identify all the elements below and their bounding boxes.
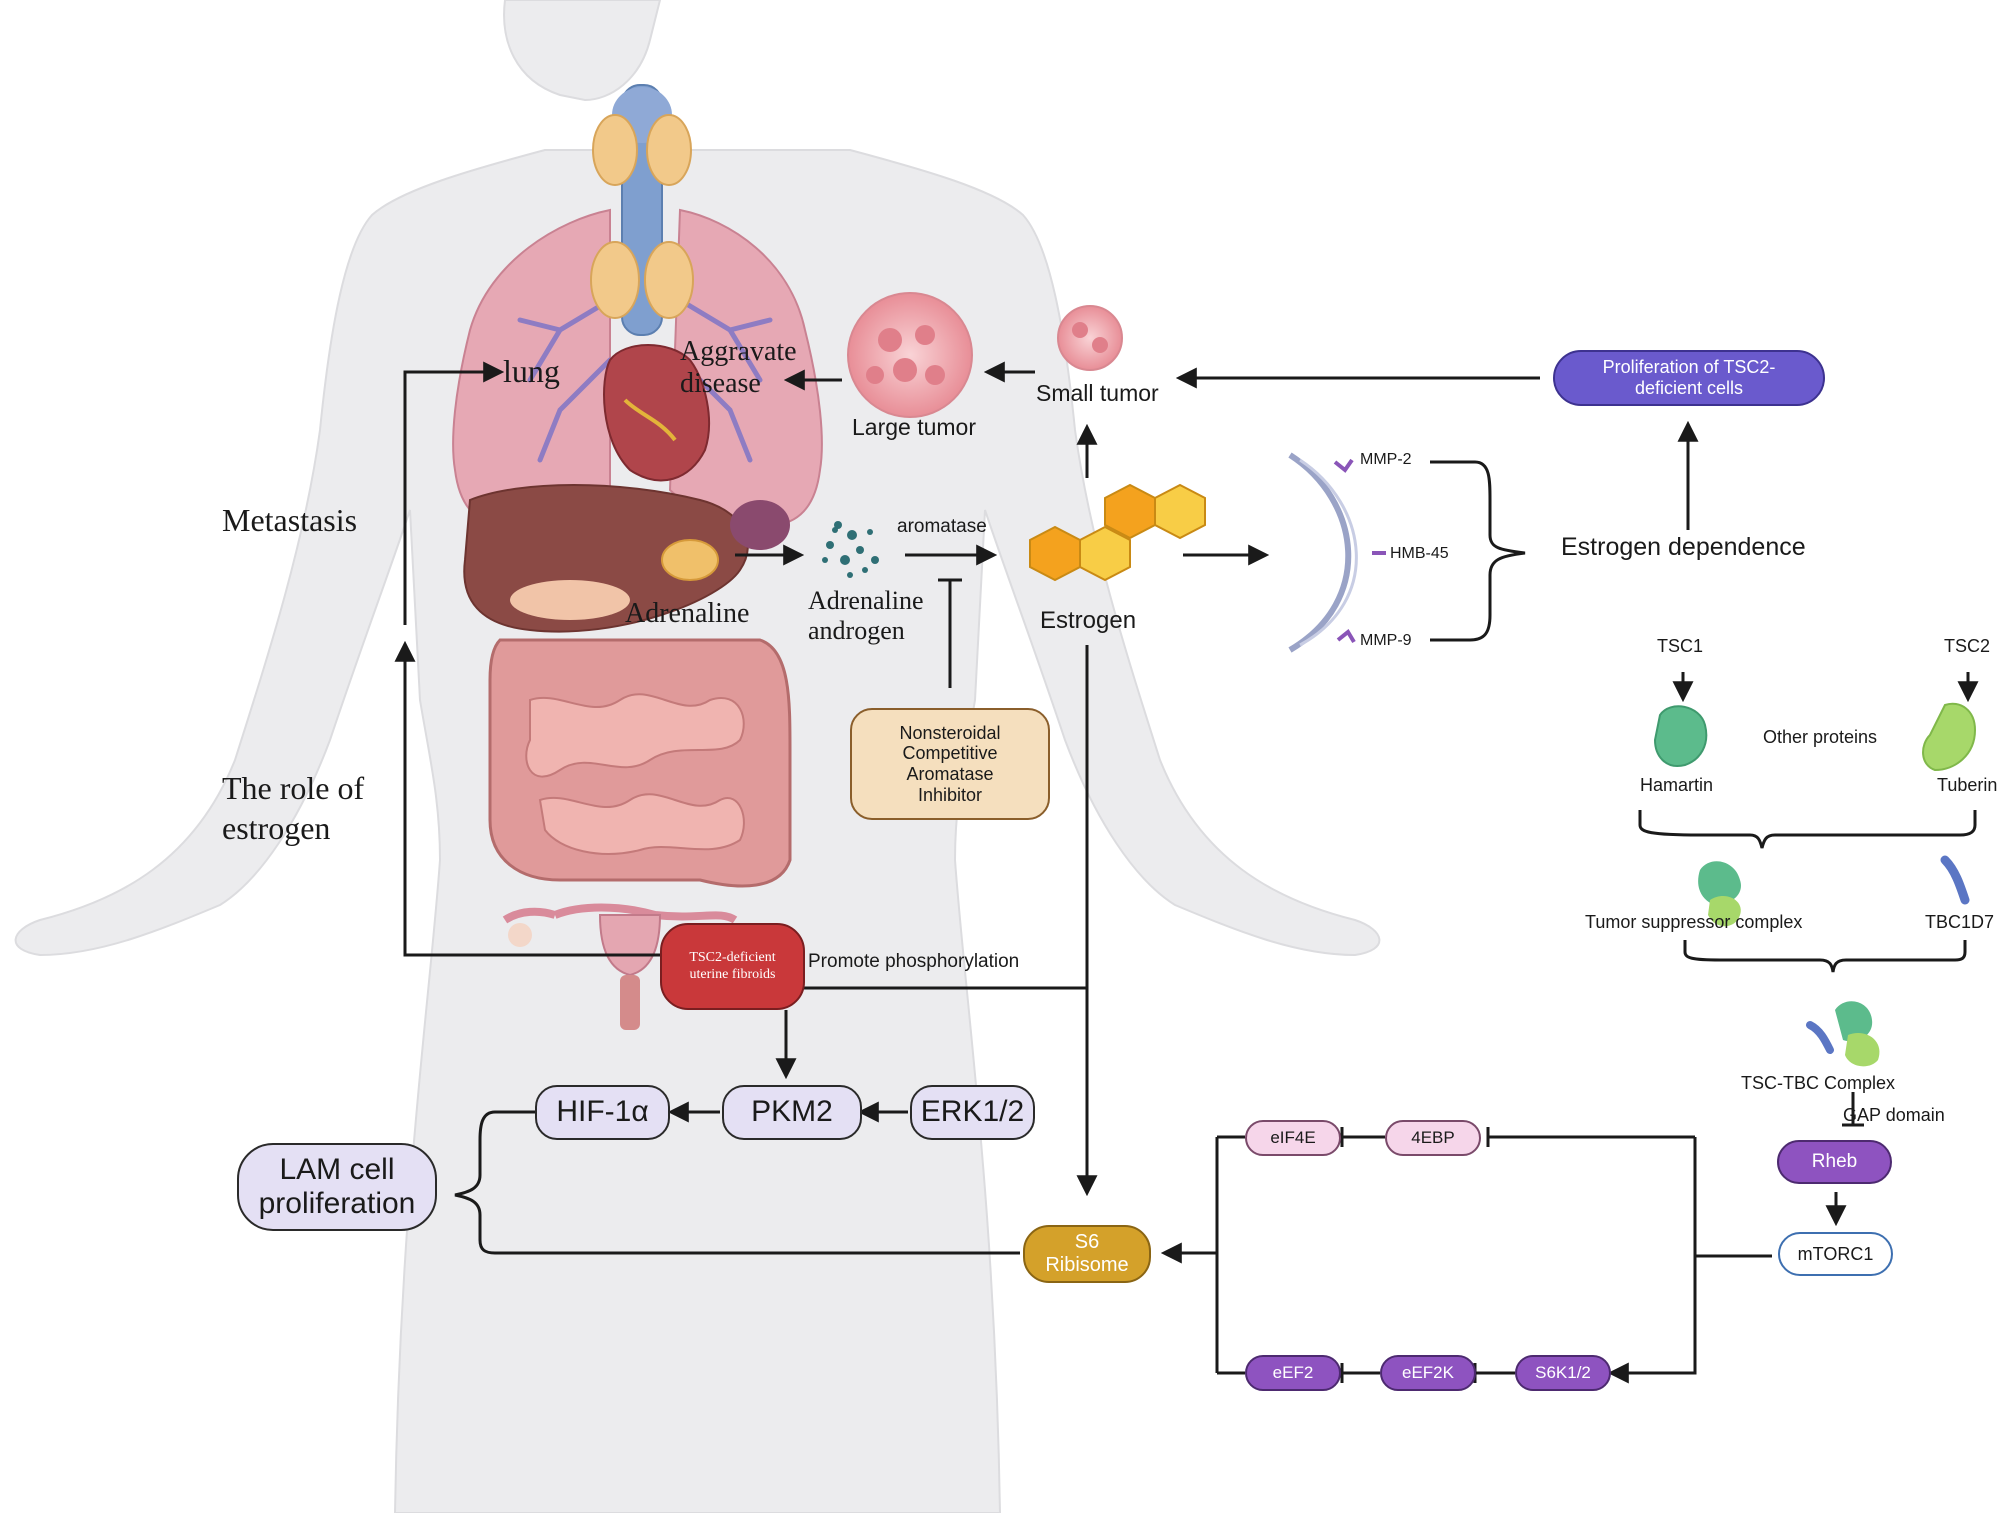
eef2k-node: eEF2K bbox=[1380, 1355, 1476, 1391]
proliferation-box: Proliferation of TSC2-deficient cells bbox=[1553, 350, 1825, 406]
tsc-tbc-complex-icon bbox=[1806, 1001, 1880, 1067]
hamartin-protein-icon bbox=[1653, 705, 1708, 767]
s6-line1: S6 bbox=[1074, 1231, 1100, 1253]
lam-line1: LAM cell bbox=[279, 1152, 395, 1186]
tsc1-label: TSC1 bbox=[1657, 636, 1704, 656]
pkm2-label: PKM2 bbox=[751, 1095, 833, 1129]
liver-icon bbox=[463, 484, 790, 633]
aggravate-label: Aggravate bbox=[680, 336, 797, 367]
disease-label: disease bbox=[680, 368, 761, 399]
inhibitor-line4: Inhibitor bbox=[917, 784, 983, 805]
tumor-suppressor-complex-icon bbox=[1698, 861, 1741, 927]
promote-phosphorylation-label: Promote phosphorylation bbox=[808, 951, 1020, 972]
hif1a-node: HIF-1α bbox=[535, 1085, 670, 1140]
gap-domain-label: GAP domain bbox=[1843, 1105, 1945, 1125]
tbc1d7-protein-icon bbox=[1940, 855, 1970, 905]
pathway-arrows bbox=[394, 361, 1979, 1384]
other-proteins-label: Other proteins bbox=[1763, 727, 1878, 747]
tsc-brace bbox=[1638, 810, 1977, 849]
lam-brace bbox=[454, 1110, 1020, 1255]
tumor-suppressor-complex-label: Tumor suppressor complex bbox=[1585, 912, 1803, 932]
androgen-label: androgen bbox=[808, 616, 905, 645]
estrogen-molecule-icon bbox=[1029, 483, 1206, 582]
large-tumor-icon bbox=[847, 292, 973, 418]
inhibition-lines bbox=[938, 578, 1864, 1383]
s6k-node: S6K1/2 bbox=[1515, 1355, 1611, 1391]
4ebp-label: 4EBP bbox=[1411, 1128, 1455, 1148]
proliferation-line2: deficient cells bbox=[1634, 378, 1744, 398]
inhibitor-line1: Nonsteroidal bbox=[899, 722, 1001, 743]
rheb-label: Rheb bbox=[1811, 1151, 1858, 1173]
s6k-label: S6K1/2 bbox=[1535, 1363, 1591, 1383]
cell-membrane-icon bbox=[1288, 452, 1386, 653]
lungs-icon bbox=[452, 208, 823, 527]
small-tumor-icon bbox=[1057, 305, 1123, 371]
erk-label: ERK1/2 bbox=[920, 1095, 1025, 1129]
metastasis-label: Metastasis bbox=[222, 502, 358, 538]
hmb45-label: HMB-45 bbox=[1390, 545, 1449, 562]
adrenaline-organ-label: Adrenaline bbox=[625, 598, 750, 629]
pkm2-node: PKM2 bbox=[722, 1085, 862, 1140]
mmp2-label: MMP-2 bbox=[1360, 451, 1412, 468]
tsc2-label: TSC2 bbox=[1944, 636, 1991, 656]
role-of-estrogen-label-line2: estrogen bbox=[222, 810, 331, 846]
estrogen-dependence-brace bbox=[1430, 460, 1526, 642]
eef2k-label: eEF2K bbox=[1402, 1363, 1454, 1383]
thyroid-icon bbox=[590, 84, 694, 336]
inhibitor-line3: Aromatase bbox=[906, 764, 994, 784]
erk-node: ERK1/2 bbox=[910, 1085, 1035, 1140]
fibroid-line2: uterine fibroids bbox=[689, 966, 776, 982]
tsc-tbc-complex-label: TSC-TBC Complex bbox=[1741, 1073, 1896, 1093]
large-tumor-label: Large tumor bbox=[852, 414, 977, 440]
hif1a-label: HIF-1α bbox=[556, 1095, 649, 1129]
tuberin-label: Tuberin bbox=[1937, 775, 1998, 795]
rheb-node: Rheb bbox=[1777, 1140, 1892, 1184]
eif4e-label: eIF4E bbox=[1270, 1128, 1316, 1148]
lung-label: lung bbox=[503, 353, 560, 389]
heart-icon bbox=[603, 344, 711, 482]
tbc1d7-label: TBC1D7 bbox=[1925, 912, 1995, 932]
proliferation-line1: Proliferation of TSC2- bbox=[1602, 357, 1776, 378]
estrogen-dependence-label: Estrogen dependence bbox=[1561, 533, 1806, 561]
adrenaline-particles-icon bbox=[822, 521, 879, 578]
s6-line2: Ribisome bbox=[1045, 1254, 1129, 1276]
complex-brace bbox=[1683, 940, 1967, 973]
eef2-node: eEF2 bbox=[1245, 1355, 1341, 1391]
small-tumor-label: Small tumor bbox=[1036, 380, 1159, 406]
mmp9-label: MMP-9 bbox=[1360, 632, 1412, 649]
aromatase-inhibitor-box: Nonsteroidal Competitive Aromatase Inhib… bbox=[850, 708, 1050, 820]
4ebp-node: 4EBP bbox=[1385, 1120, 1481, 1156]
intestines-icon bbox=[488, 638, 792, 888]
hamartin-label: Hamartin bbox=[1640, 775, 1714, 795]
estrogen-label: Estrogen bbox=[1040, 607, 1137, 634]
tuberin-protein-icon bbox=[1922, 702, 1977, 772]
inhibitor-line2: Competitive bbox=[902, 743, 998, 764]
fibroid-line1: TSC2-deficient bbox=[689, 950, 776, 966]
eif4e-node: eIF4E bbox=[1245, 1120, 1341, 1156]
aromatase-label: aromatase bbox=[897, 516, 987, 537]
mtorc1-node: mTORC1 bbox=[1778, 1232, 1893, 1276]
mtorc1-label: mTORC1 bbox=[1797, 1243, 1874, 1264]
role-of-estrogen-label-line1: The role of bbox=[222, 770, 365, 806]
eef2-label: eEF2 bbox=[1272, 1363, 1314, 1383]
adrenaline-product-label: Adrenaline bbox=[808, 586, 924, 615]
lam-line2: proliferation bbox=[258, 1187, 416, 1220]
